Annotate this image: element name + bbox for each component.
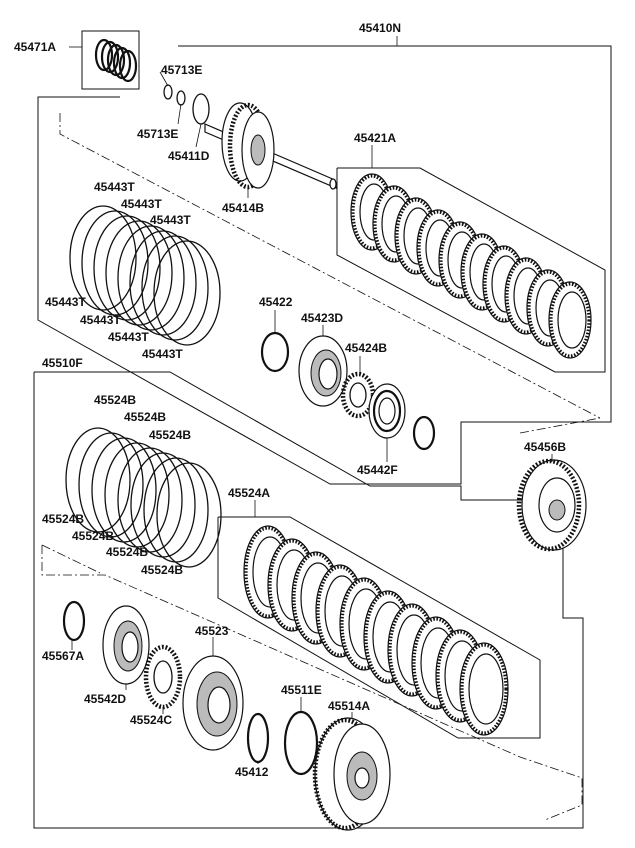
gear-shaft-45414B <box>204 102 337 190</box>
label-45443T-6: 45443T <box>108 330 149 344</box>
gear-hub-45456B <box>516 458 587 552</box>
piston-45523 <box>182 655 244 751</box>
label-45524B-2: 45524B <box>124 410 166 424</box>
snap-ring <box>69 205 137 311</box>
label-45542D: 45542D <box>84 692 126 706</box>
snap-rings-45443T <box>69 205 221 346</box>
assembly-45410N-frame <box>37 45 612 485</box>
clutch-disc-teeth <box>460 643 508 735</box>
label-45713E-top: 45713E <box>161 63 202 77</box>
label-45442F: 45442F <box>357 463 398 477</box>
label-45414B: 45414B <box>222 201 264 215</box>
snap-ring <box>117 225 185 331</box>
clutch-disc-inner <box>557 291 587 349</box>
snap-rings-45524B <box>65 427 222 568</box>
label-45411D: 45411D <box>168 149 210 163</box>
label-45443T-4: 45443T <box>45 295 86 309</box>
seal-rings-45713E <box>163 84 186 106</box>
label-45523: 45523 <box>195 624 229 638</box>
snap-ring <box>156 462 222 568</box>
spring-pack-45471A <box>94 38 138 83</box>
snap-ring <box>129 230 197 336</box>
snap-ring <box>105 220 173 326</box>
label-45412: 45412 <box>235 765 269 779</box>
piston-45423D <box>298 335 348 407</box>
plate-45442F <box>368 383 406 439</box>
o-ring-45511E <box>283 710 319 776</box>
part-labels: 45471A 45410N 45713E 45713E 45411D 45414… <box>14 21 566 779</box>
label-45567A: 45567A <box>42 649 84 663</box>
clutch-discs-45524A <box>217 516 541 739</box>
drum-45514A <box>312 717 391 831</box>
label-45713E-bottom: 45713E <box>137 127 178 141</box>
label-45443T-3: 45443T <box>150 213 191 227</box>
label-45424B: 45424B <box>345 341 387 355</box>
label-45443T-5: 45443T <box>80 313 121 327</box>
snap-ring <box>153 240 221 346</box>
retainer-45524C <box>143 644 183 710</box>
label-45511E: 45511E <box>281 683 322 697</box>
leader-lines <box>69 36 553 764</box>
label-45471A: 45471A <box>14 40 56 54</box>
label-45524B-4: 45524B <box>42 512 84 526</box>
ring-small-45442F <box>412 415 436 451</box>
clutch-disc-teeth <box>549 282 591 358</box>
label-45422: 45422 <box>259 295 293 309</box>
axis-lines <box>41 113 601 821</box>
label-45524C: 45524C <box>130 713 172 727</box>
label-45421A: 45421A <box>354 131 396 145</box>
label-45524B-6: 45524B <box>106 545 148 559</box>
label-45443T-1: 45443T <box>94 180 135 194</box>
assembly-45471A-frame <box>81 30 140 90</box>
label-45443T-7: 45443T <box>142 347 183 361</box>
snap-ring-45567A <box>62 600 86 642</box>
o-ring-45411D <box>192 93 210 125</box>
label-45456B: 45456B <box>524 440 566 454</box>
label-45524B-7: 45524B <box>141 563 183 577</box>
ring-45412 <box>246 712 270 764</box>
snap-ring <box>93 215 161 321</box>
label-45443T-2: 45443T <box>121 197 162 211</box>
clutch-discs-45421A <box>336 167 606 373</box>
plate-45542D <box>102 605 150 685</box>
snap-ring <box>141 235 209 341</box>
label-45524B-3: 45524B <box>149 428 191 442</box>
label-45524A: 45524A <box>228 486 270 500</box>
label-45524B-1: 45524B <box>94 393 136 407</box>
label-45410N: 45410N <box>359 21 401 35</box>
label-45423D: 45423D <box>301 311 343 325</box>
label-45510F: 45510F <box>42 356 83 370</box>
label-45514A: 45514A <box>328 699 370 713</box>
clutch-disc-inner <box>468 653 504 725</box>
snap-ring <box>81 210 149 316</box>
ring-45422 <box>260 331 290 373</box>
label-45524B-5: 45524B <box>72 529 114 543</box>
